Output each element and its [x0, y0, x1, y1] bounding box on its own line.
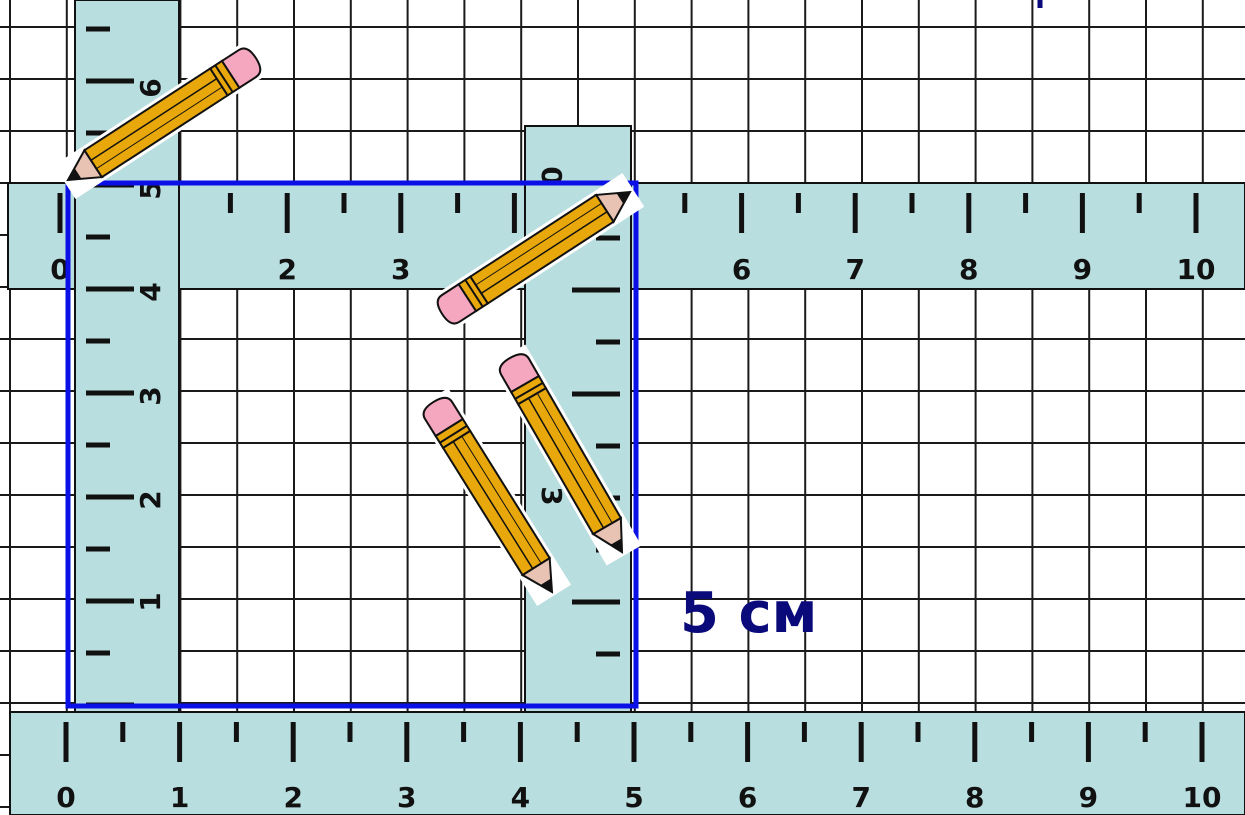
ruler-number: 6 — [738, 781, 757, 814]
ruler-number: 0 — [56, 781, 75, 814]
ruler-number: 8 — [965, 781, 984, 814]
ruler-number: 6 — [134, 78, 167, 97]
ruler-number: 4 — [511, 781, 530, 814]
ruler-number: 10 — [1183, 781, 1222, 814]
ruler-bottom-body — [9, 711, 1245, 815]
ruler-number: 2 — [283, 781, 302, 814]
ruler-top-labels: 0 2 3 6 7 8 9 10 — [50, 253, 1215, 286]
ruler-number: 6 — [732, 253, 751, 286]
ruler-number: 9 — [1073, 253, 1092, 286]
ruler-bottom-labels: 0 1 2 3 4 5 6 7 8 9 10 — [56, 781, 1221, 814]
ruler-bottom-ticks — [63, 722, 1205, 762]
ruler-number: 1 — [134, 592, 167, 611]
ruler-number: 9 — [1079, 781, 1098, 814]
ruler-number: 2 — [277, 253, 296, 286]
ruler-horizontal-bottom: 0 1 2 3 4 5 6 7 8 9 10 — [9, 711, 1245, 815]
side-length-label: 5 см — [680, 581, 817, 646]
ruler-number: 3 — [397, 781, 416, 814]
ruler-number: 3 — [134, 386, 167, 405]
ruler-number: 5 — [624, 781, 643, 814]
ruler-number: 1 — [170, 781, 189, 814]
ruler-number: 4 — [134, 282, 167, 301]
ruler-number: 2 — [134, 490, 167, 509]
ruler-number: 8 — [959, 253, 978, 286]
blue-square-outline — [65, 180, 639, 709]
ruler-number: 0 — [50, 253, 69, 286]
ruler-number: 7 — [851, 781, 870, 814]
ruler-number: 3 — [391, 253, 410, 286]
ruler-number: 10 — [1177, 253, 1216, 286]
ruler-number: 7 — [845, 253, 864, 286]
ruler-number: 3 — [535, 486, 568, 505]
